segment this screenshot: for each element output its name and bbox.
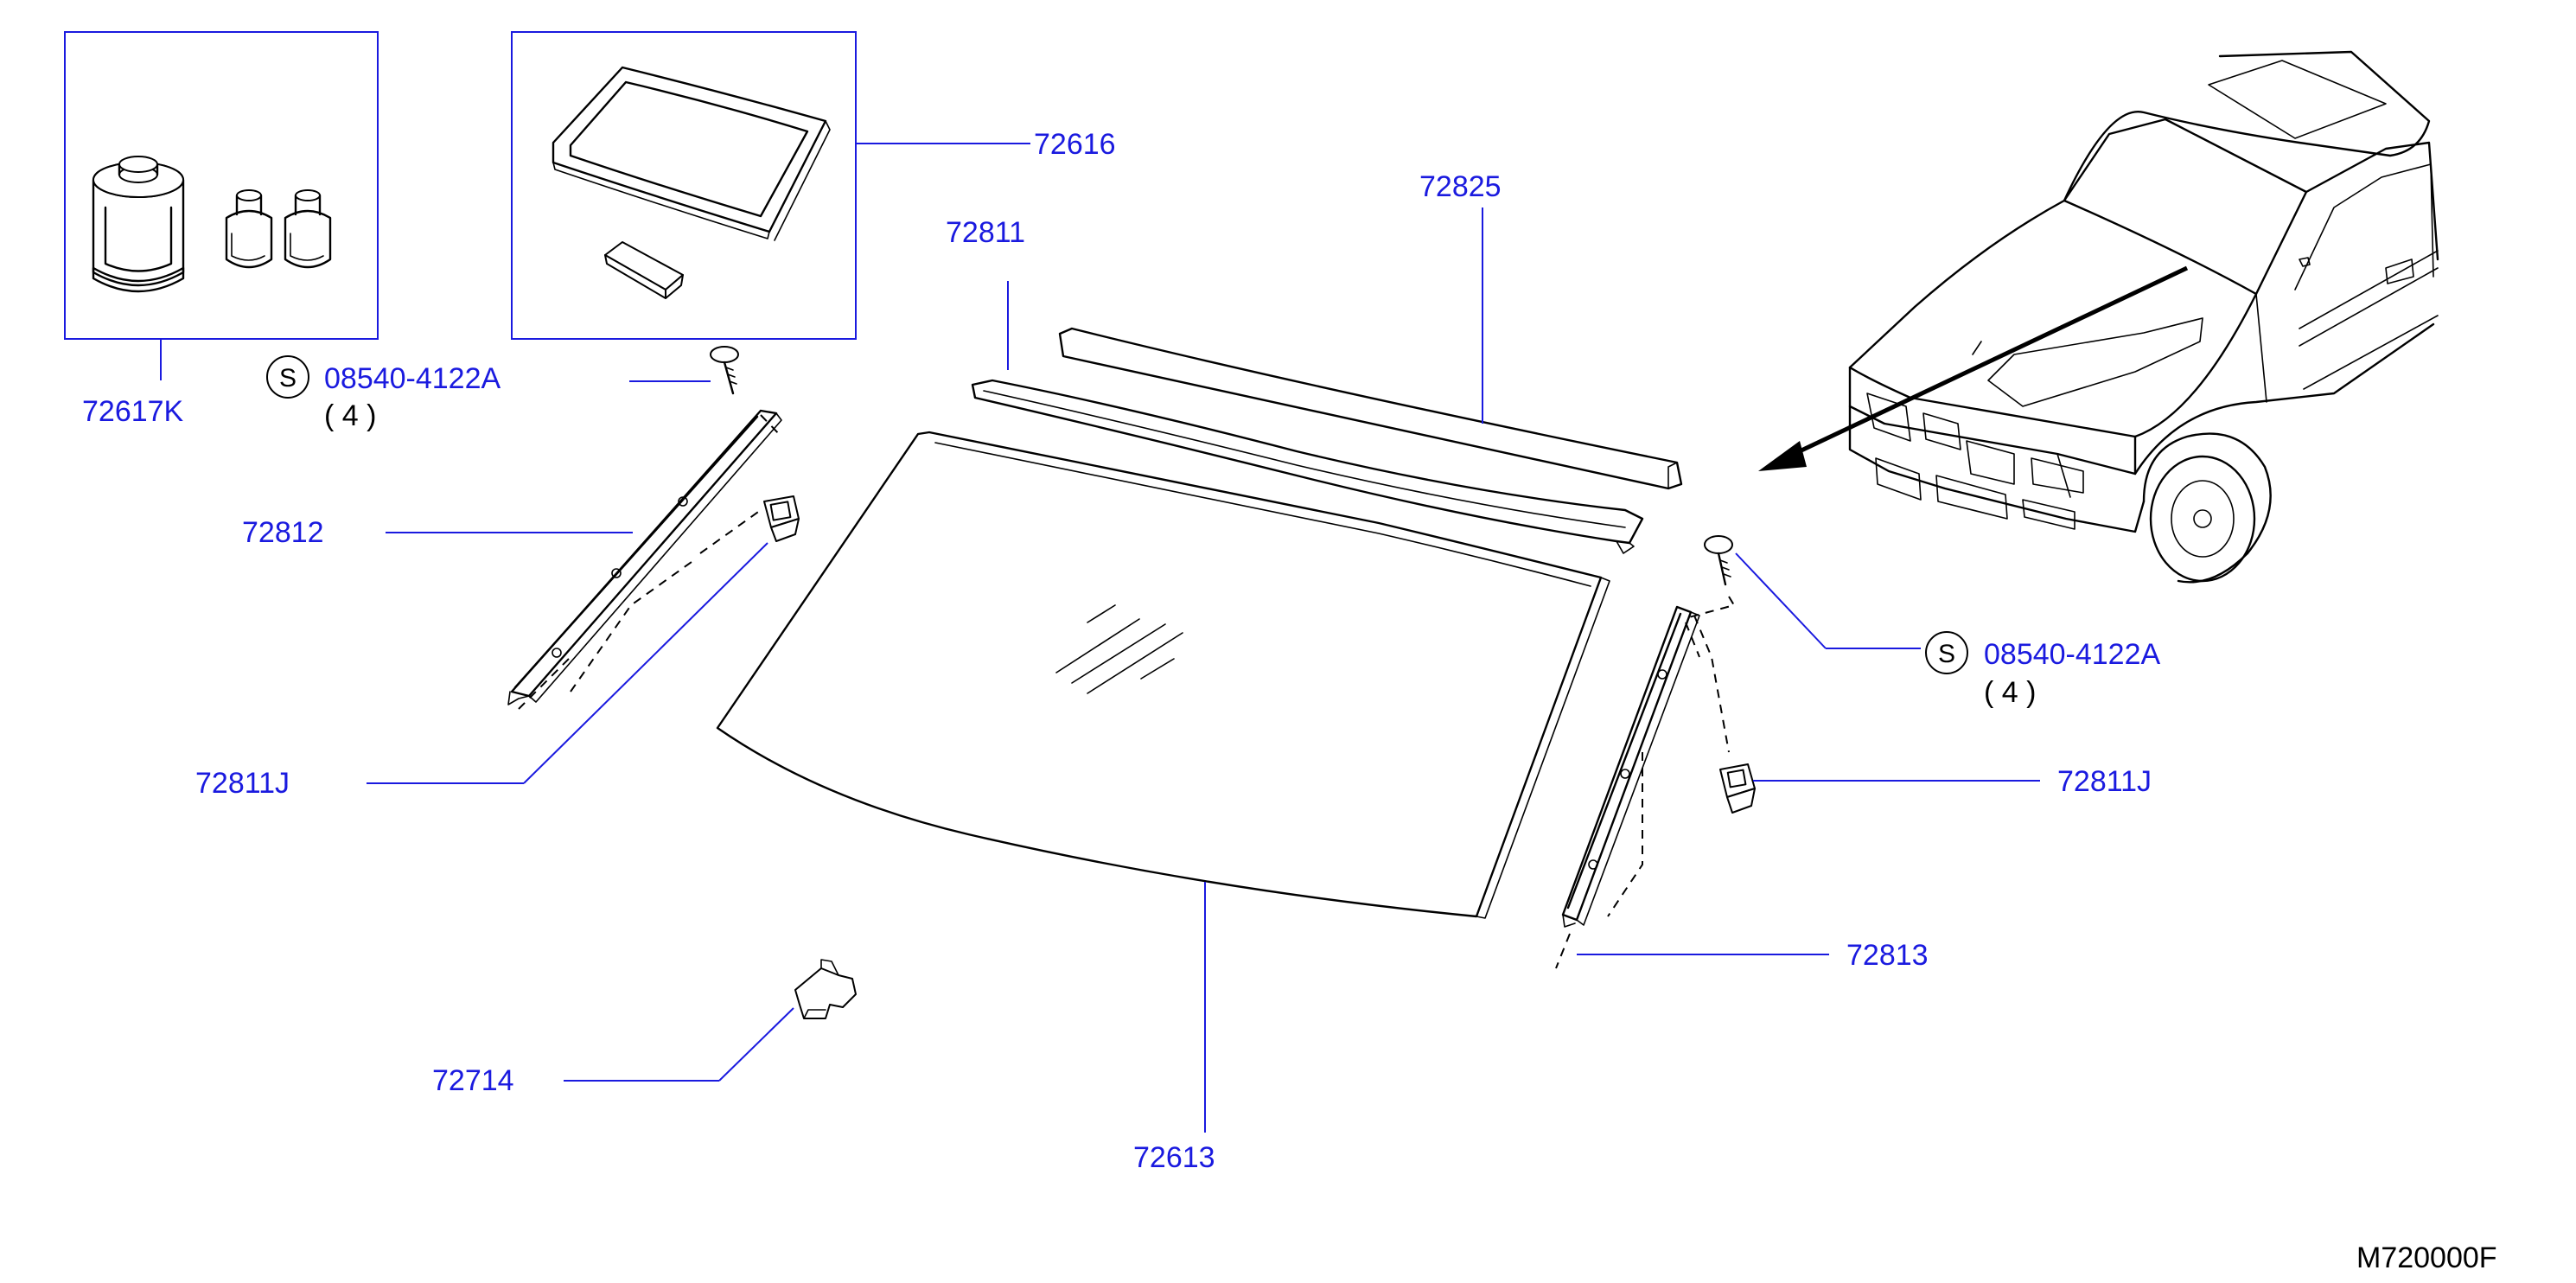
callout-72616: 72616 [1034,128,1116,161]
screw-part-number-right: 08540-4122A [1984,638,2161,671]
glass-reflection-lines [1055,604,1183,694]
screw-drawing-left [710,346,739,395]
callout-72714: 72714 [432,1064,514,1097]
pillar-molding-right: 72813 [1555,605,1929,972]
kit-box-frame [64,31,379,340]
s-symbol-text: S [279,364,296,393]
screw-callout-right: S 08540-4122A ( 4 ) [1685,535,2161,709]
s-symbol-circle [266,355,309,399]
callout-72811: 72811 [946,216,1025,249]
location-arrow-head [1758,441,1807,471]
leader-screw-right-a [1735,552,1827,649]
callout-72617K: 72617K [82,395,184,428]
screw-callout-left: S 08540-4122A ( 4 ) [266,346,739,432]
vehicle-location-sketch [1758,50,2439,584]
kit-72616: 72616 [511,31,1116,340]
small-bottle-drawing-1 [225,189,273,269]
screw-quantity: ( 4 ) [324,399,376,432]
screw-part-number: 08540-4122A [324,362,501,395]
leader-72714-a [718,1007,794,1082]
s-symbol-circle-right [1925,631,1968,674]
spacer-block-drawing [604,241,684,299]
screw-drawing-right [1704,535,1733,586]
small-bottle-drawing-2 [284,189,332,269]
dam-seal-frame-drawing [552,66,831,241]
callout-72811J-right: 72811J [2057,765,2152,798]
upper-seal-72811: 72811 [946,216,1644,554]
figure-code: M720000F [2356,1242,2497,1274]
windshield-glass: 72613 [716,431,1610,1174]
s-symbol-text-right: S [1938,640,1955,668]
location-arrow-line [1770,265,2189,467]
seal-kit-box-frame [511,31,857,340]
clip-right: 72811J [1719,763,2152,814]
pillar-molding-left: 72812 [242,409,782,710]
callout-72812: 72812 [242,516,324,549]
leader-72811J-left-a [523,542,768,784]
clip-left: 72811J [195,495,800,800]
callout-72613: 72613 [1133,1141,1215,1174]
bracket-72714: 72714 [432,959,857,1097]
screw-quantity-right: ( 4 ) [1984,676,2036,709]
callout-72825: 72825 [1419,170,1502,203]
molding-72825: 72825 [1058,170,1683,490]
primer-can-drawing [92,156,185,293]
kit-72617K: 72617K [64,31,379,428]
callout-72811J-left: 72811J [195,767,290,800]
callout-72813: 72813 [1846,939,1929,972]
